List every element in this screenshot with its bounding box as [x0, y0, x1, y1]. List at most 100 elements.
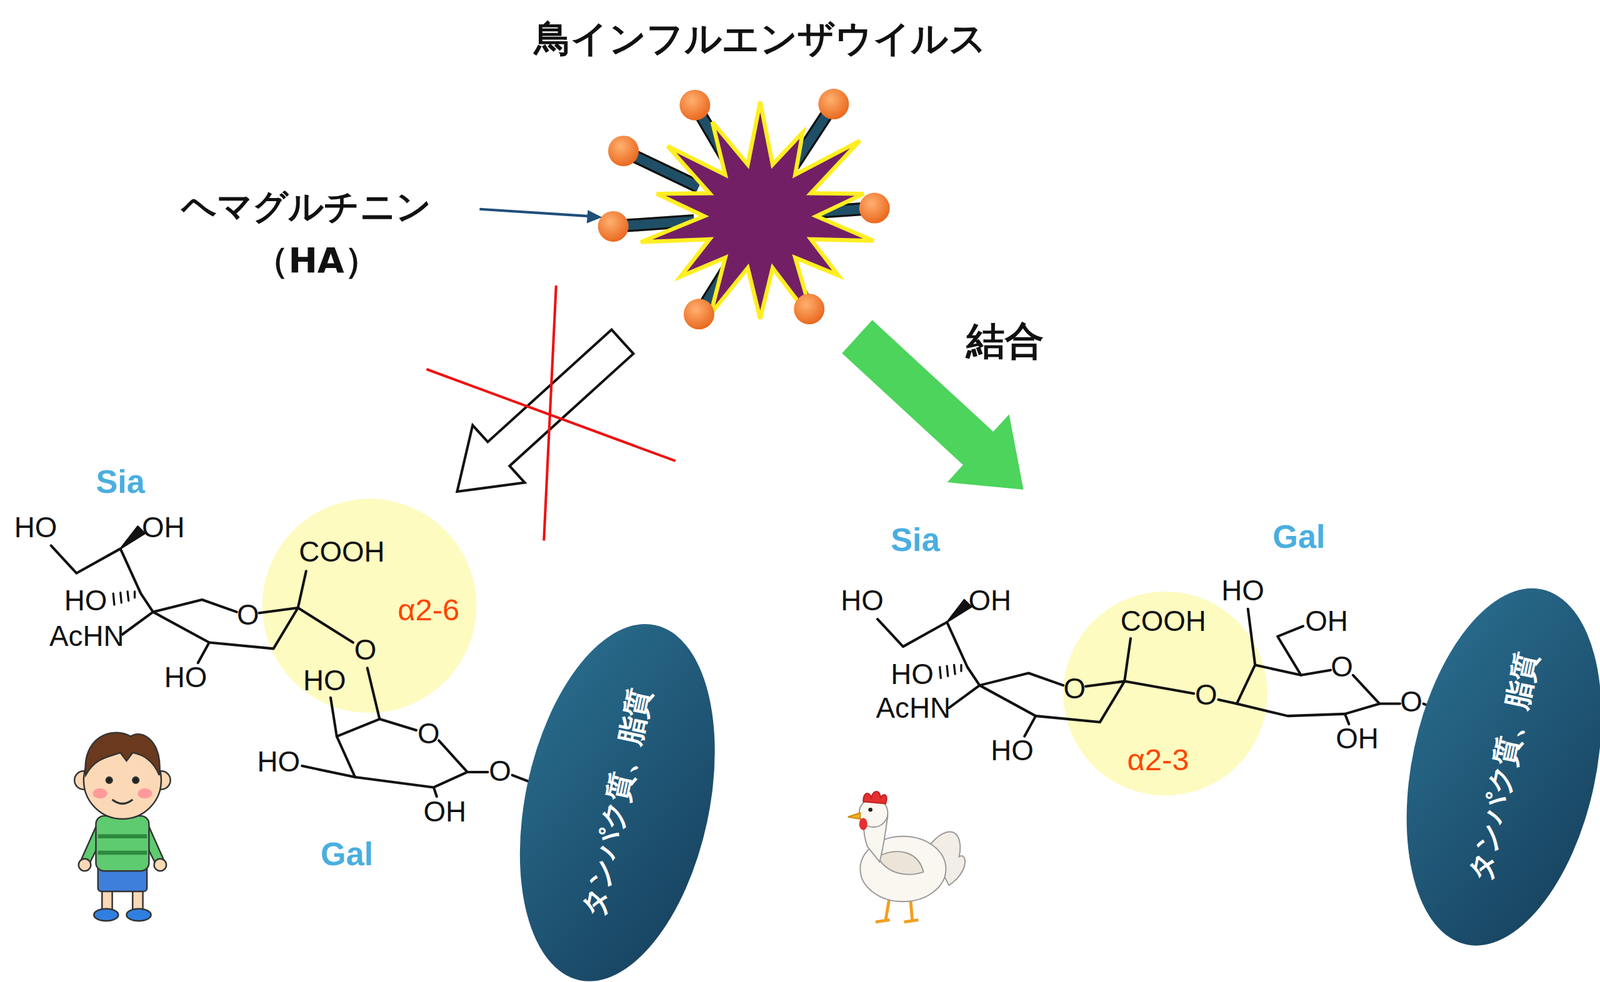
boy-illustration	[93, 909, 119, 922]
atom-label: O	[354, 635, 377, 667]
lipid-protein-ellipse: タンパク質、脂質	[1401, 578, 1600, 957]
ha-head	[818, 88, 849, 120]
boy-illustration	[106, 777, 113, 784]
linkage-highlight	[1063, 591, 1268, 797]
atom-label: O	[1063, 674, 1086, 706]
galactose-structure	[298, 571, 539, 797]
boy-illustration	[95, 816, 149, 872]
galactose-structure	[301, 766, 355, 778]
atom-label: O	[1330, 652, 1354, 684]
atom-label: HO	[303, 665, 347, 697]
ha-head	[793, 293, 825, 325]
galactose-structure	[298, 608, 354, 644]
atom-label: OH	[968, 586, 1012, 618]
atom-label: OH	[423, 797, 467, 829]
atom-label: HO	[164, 663, 208, 695]
galactose-structure	[467, 771, 489, 774]
leader-arrow	[479, 209, 590, 217]
boy-illustration	[93, 788, 108, 799]
chicken-illustration	[848, 813, 861, 820]
ha-head	[683, 298, 715, 330]
atom-label: HO	[256, 747, 300, 779]
atom-label: HO	[1221, 576, 1265, 608]
galactose-structure	[1124, 638, 1131, 682]
galactose-structure	[1379, 702, 1400, 705]
chicken-illustration	[848, 791, 965, 923]
blocked-arrow	[543, 285, 557, 541]
chicken-illustration	[877, 851, 924, 875]
galactose-structure	[1277, 626, 1304, 675]
boy-illustration	[132, 777, 139, 784]
atom-label: O	[1195, 680, 1218, 712]
linkage-highlight	[262, 498, 1268, 796]
galactose-structure	[1124, 681, 1194, 695]
sugar-label: Gal	[320, 836, 374, 873]
sialic-acid-structure	[122, 612, 154, 635]
galactose-structure	[298, 571, 307, 609]
galactose-structure	[1345, 714, 1350, 725]
lipid-protein-ellipse: タンパク質、脂質	[515, 614, 720, 982]
boy-illustration	[112, 800, 134, 805]
galactose-structure	[367, 668, 380, 720]
galactose-structure	[1236, 665, 1380, 717]
atom-label: HO	[890, 660, 934, 692]
atom-label: HO	[840, 586, 884, 618]
sialic-acid-structure	[153, 600, 299, 649]
atom-label: COOH	[1120, 606, 1207, 639]
virus-illustration	[598, 88, 890, 330]
virus-illustration	[640, 101, 874, 323]
boy-illustration	[126, 909, 151, 922]
linkage-label: α2-6	[397, 593, 460, 627]
boy-illustration	[98, 835, 147, 840]
sialic-acid-structure	[198, 643, 210, 664]
ha-head	[859, 193, 890, 224]
arrow-label: 結合	[966, 320, 1044, 364]
boy-illustration	[78, 859, 92, 872]
atom-label: OH	[141, 513, 185, 545]
galactose-structure	[1218, 700, 1237, 705]
callout-label: （HA）	[253, 241, 379, 280]
title: 鳥インフルエンザウイルス	[534, 18, 987, 60]
sugar-label: Sia	[890, 523, 940, 559]
galactose-structure	[330, 698, 337, 737]
sugar-label: Gal	[1272, 520, 1325, 556]
ha-head	[608, 135, 639, 167]
atom-label: O	[1400, 687, 1423, 719]
ellipse-shape	[515, 614, 720, 982]
ha-head	[679, 90, 710, 121]
sugar-label: Sia	[95, 465, 145, 501]
boy-illustration	[74, 733, 170, 922]
chicken-illustration	[863, 791, 887, 805]
sialic-acid-structure	[120, 526, 145, 549]
sialic-acid-structure	[113, 591, 135, 605]
atom-label: HO	[64, 586, 108, 618]
atom-label: AcHN	[49, 621, 124, 654]
atom-label: OH	[1305, 606, 1349, 639]
atom-label: HO	[14, 513, 58, 545]
atom-label: HO	[990, 736, 1034, 768]
atom-label: OH	[1335, 724, 1379, 756]
blocked-arrow	[456, 330, 634, 492]
boy-illustration	[85, 733, 160, 776]
atom-label: O	[488, 756, 512, 789]
chicken-illustration	[859, 818, 868, 831]
atom-label: O	[236, 600, 260, 632]
chicken-illustration	[875, 920, 919, 923]
galactose-structure	[433, 787, 437, 797]
linkage-label: α2-3	[1127, 743, 1190, 777]
atom-label: AcHN	[876, 693, 951, 725]
virus-illustration	[598, 88, 890, 330]
boy-illustration	[98, 851, 147, 856]
leader-arrow	[479, 209, 602, 224]
boy-illustration	[154, 859, 167, 872]
boy-illustration	[137, 788, 152, 799]
atom-label: COOH	[298, 537, 385, 569]
leader-arrow	[586, 210, 602, 224]
ellipse-shape	[1401, 578, 1600, 957]
blocked-arrow	[426, 285, 675, 541]
galactose-structure	[1248, 609, 1255, 666]
callout-label: ヘマグルチニン	[181, 188, 432, 227]
atom-label: O	[417, 718, 440, 750]
